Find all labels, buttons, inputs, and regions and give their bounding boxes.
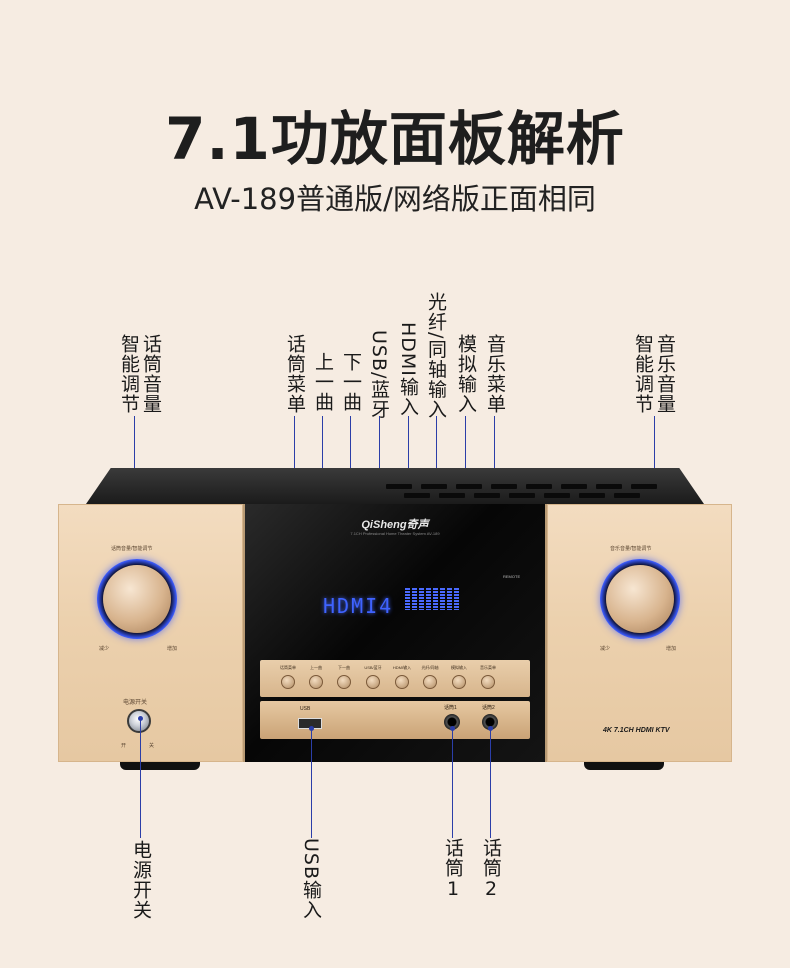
panel-label-usb-bt: USB/蓝牙 <box>364 665 382 670</box>
feature-badges: 4K 7.1CH HDMI KTV <box>603 727 670 734</box>
power-caption: 电源开关 <box>123 700 148 706</box>
optical-coax-button[interactable] <box>423 675 437 689</box>
right-knob-max: 增加 <box>666 646 677 652</box>
panel-label-mic-menu: 话筒菜单 <box>280 665 296 670</box>
label-power-switch: 电源开关 <box>130 840 152 920</box>
hdmi-input-button[interactable] <box>395 675 409 689</box>
amplifier-top-cover <box>86 468 704 504</box>
right-knob-min: 减少 <box>600 646 611 652</box>
panel-label-analog: 模拟输入 <box>451 665 467 670</box>
next-track-button[interactable] <box>337 675 351 689</box>
power-on-label: 开 <box>121 743 127 749</box>
vfd-display: HDMI4 <box>323 594 394 618</box>
spectrum-display <box>405 586 463 610</box>
label-next-track: 下一曲 <box>340 352 362 412</box>
panel-label-music-menu: 音乐菜单 <box>480 665 496 670</box>
analog-input-button[interactable] <box>452 675 466 689</box>
prev-track-button[interactable] <box>309 675 323 689</box>
label-usb-bluetooth: USB/蓝牙 <box>368 330 390 420</box>
power-off-label: 关 <box>149 743 155 749</box>
label-mic1: 话筒1 <box>442 838 464 901</box>
brand-logo: QiSheng奇声 <box>361 519 429 531</box>
panel-label-next: 下一曲 <box>338 665 350 670</box>
usb-bluetooth-button[interactable] <box>366 675 380 689</box>
leader-power <box>138 716 143 838</box>
left-knob-caption: 话筒音量/智能调节 <box>111 546 153 552</box>
label-mic-volume-col1: 智能调节 <box>118 334 140 414</box>
panel-label-prev: 上一曲 <box>310 665 322 670</box>
label-music-volume-col2: 音乐音量 <box>654 334 676 414</box>
mic1-jack[interactable] <box>444 714 460 730</box>
amplifier-front-panel: 话筒音量/智能调节 减少 增加 电源开关 开 关 QiSheng奇声 7.1CH… <box>58 468 732 770</box>
power-button[interactable] <box>127 709 151 733</box>
control-button-strip: 话筒菜单 上一曲 下一曲 USB/蓝牙 HDMI输入 光纤/同轴 模拟输入 音乐… <box>260 660 530 697</box>
label-usb-input: USB输入 <box>300 838 322 921</box>
left-side-panel: 话筒音量/智能调节 减少 增加 电源开关 开 关 <box>58 504 243 762</box>
remote-sensor-label: REMOTE <box>503 574 521 579</box>
leader-mic2 <box>488 726 493 838</box>
center-display-panel: QiSheng奇声 7.1CH Professional Home Theate… <box>243 504 547 762</box>
leader-usb-input <box>309 726 314 838</box>
label-mic2: 话筒2 <box>480 838 502 901</box>
mic-menu-button[interactable] <box>281 675 295 689</box>
label-music-volume-col1: 智能调节 <box>632 334 654 414</box>
left-knob-min: 减少 <box>99 646 110 652</box>
music-menu-button[interactable] <box>481 675 495 689</box>
label-hdmi-input: HDMI输入 <box>397 322 419 417</box>
label-music-menu: 音乐菜单 <box>484 334 506 414</box>
page-subtitle: AV-189普通版/网络版正面相同 <box>194 182 596 216</box>
panel-label-hdmi: HDMI输入 <box>392 665 412 670</box>
mic2-jack[interactable] <box>482 714 498 730</box>
mic-volume-knob[interactable] <box>97 559 177 639</box>
usb-port-label: USB <box>300 706 311 712</box>
mic1-port-label: 话筒1 <box>444 705 457 711</box>
left-foot <box>120 762 200 770</box>
leader-mic1 <box>450 726 455 838</box>
music-volume-knob[interactable] <box>600 559 680 639</box>
right-knob-caption: 音乐音量/智能调节 <box>610 546 652 552</box>
brand-subtitle: 7.1CH Professional Home Theater System A… <box>350 531 440 536</box>
panel-label-optical: 光纤/同轴 <box>421 665 439 670</box>
label-analog-input: 模拟输入 <box>455 334 477 414</box>
right-foot <box>584 762 664 770</box>
left-knob-max: 增加 <box>167 646 178 652</box>
right-side-panel: 音乐音量/智能调节 减少 增加 4K 7.1CH HDMI KTV <box>547 504 732 762</box>
label-mic-volume-col2: 话筒音量 <box>140 334 162 414</box>
label-mic-menu: 话筒菜单 <box>284 334 306 414</box>
label-optical-coax-input: 光纤/同轴输入 <box>425 292 447 420</box>
page-title: 7.1功放面板解析 <box>165 105 625 173</box>
mic2-port-label: 话筒2 <box>482 705 495 711</box>
label-prev-track: 上一曲 <box>312 352 334 412</box>
